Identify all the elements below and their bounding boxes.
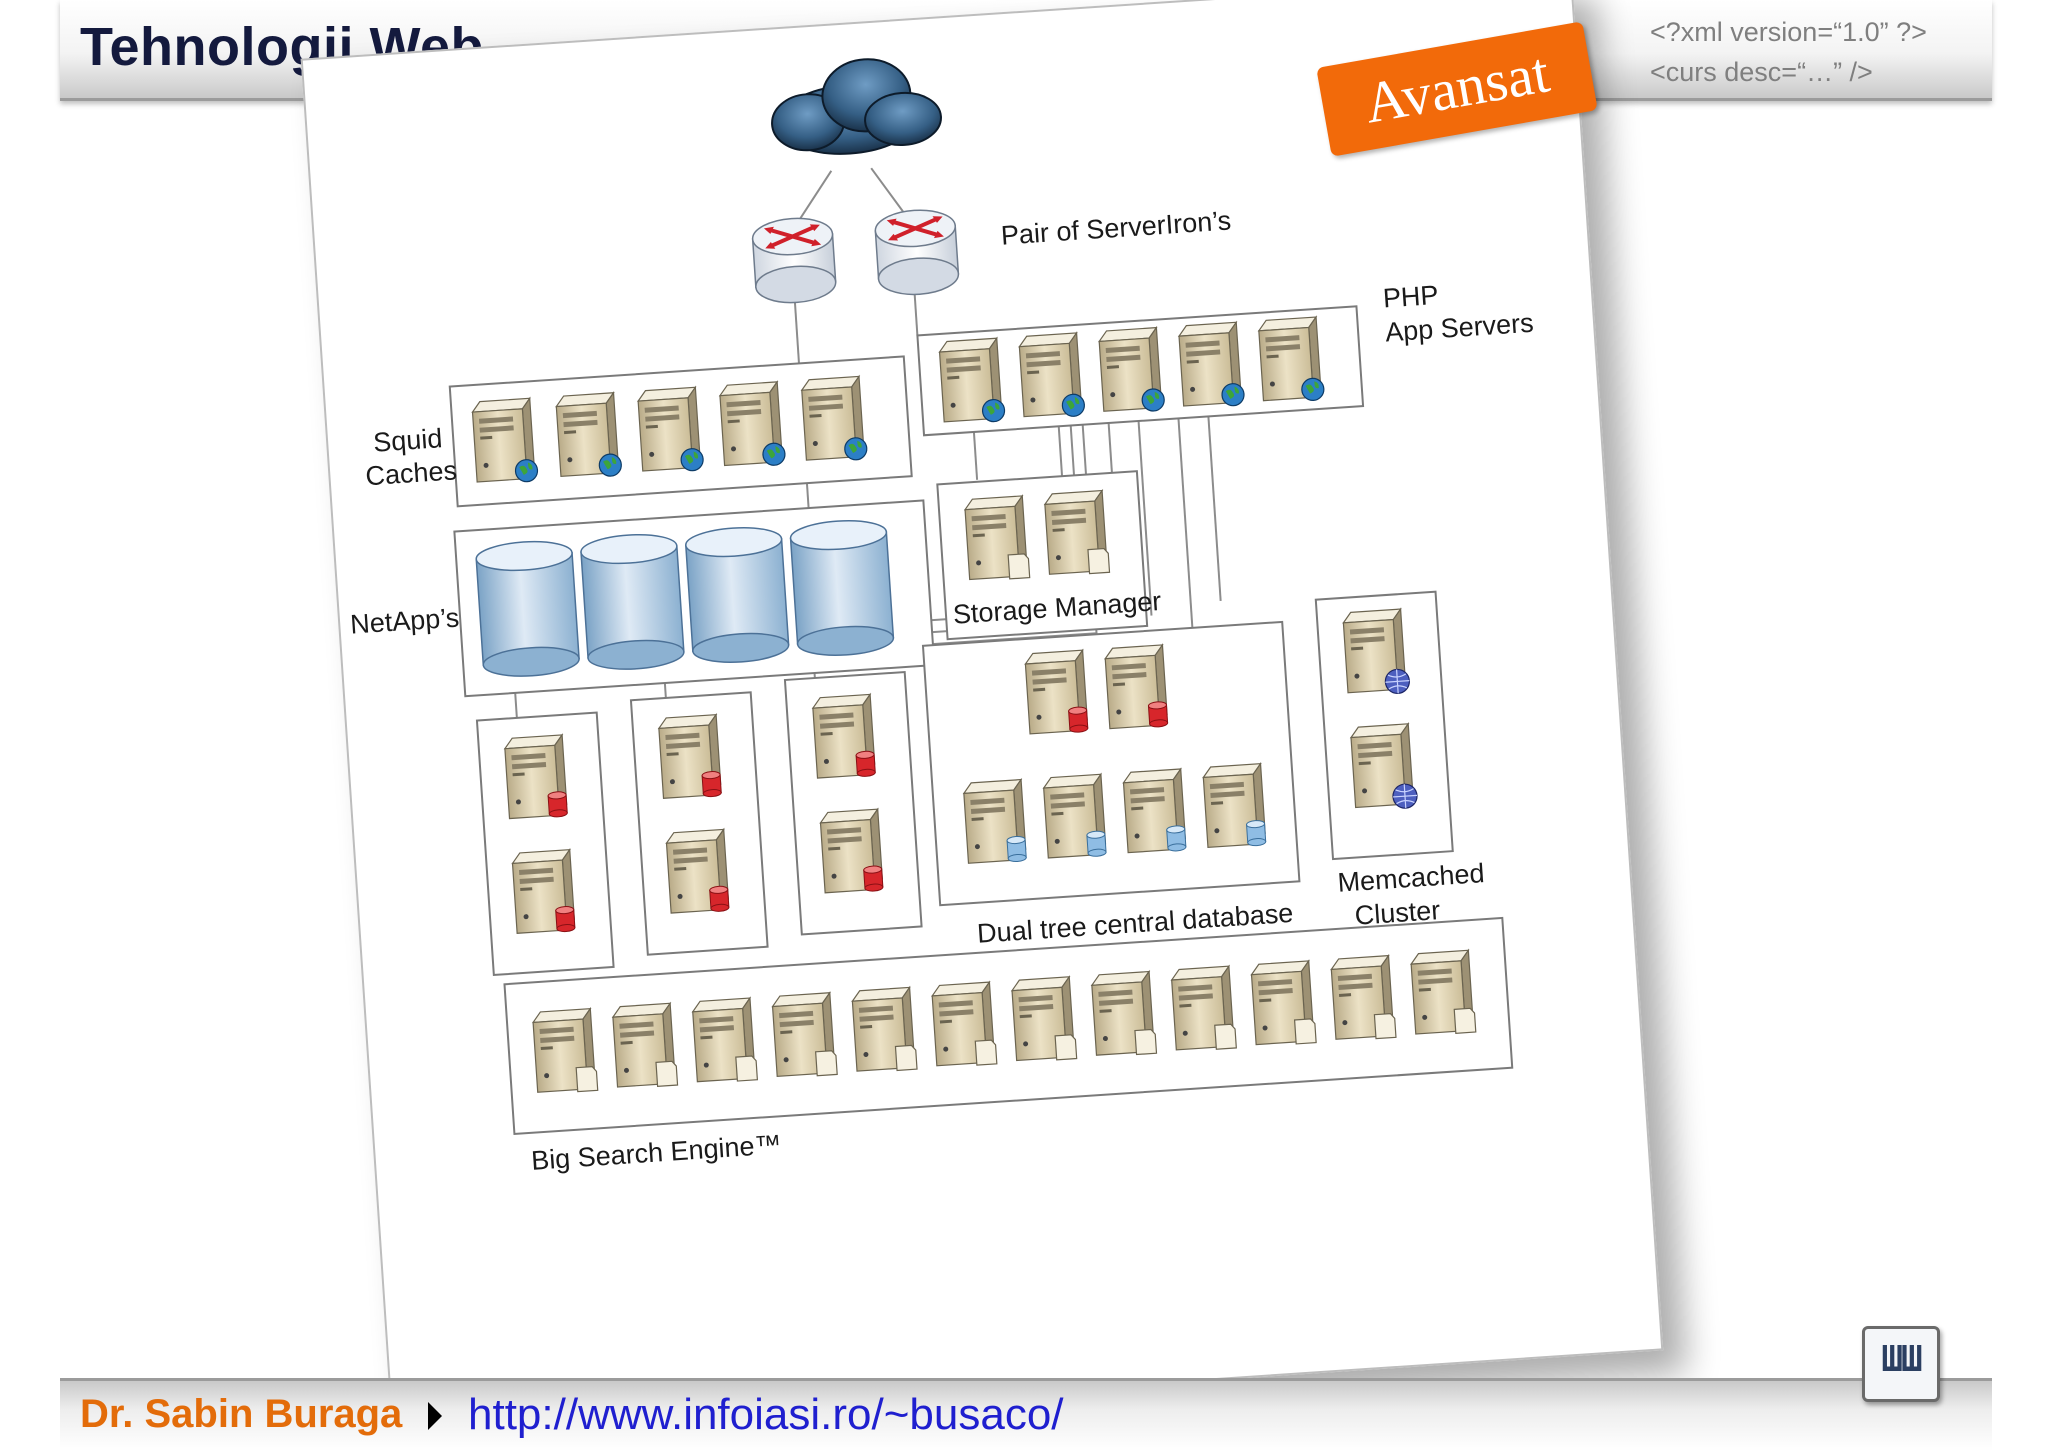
arrow-right-icon — [428, 1402, 442, 1430]
router-icon — [749, 213, 839, 308]
architecture-diagram: Pair of ServerIron’s Squid Caches PHP Ap… — [349, 58, 1534, 1176]
cloud-icon — [771, 58, 942, 155]
logo-icon: ШШ — [1862, 1326, 1940, 1402]
author-name: Dr. Sabin Buraga — [80, 1392, 403, 1436]
serveriron-label: Pair of ServerIron’s — [1000, 205, 1232, 250]
php-label-2: App Servers — [1384, 308, 1534, 348]
php-label-1: PHP — [1382, 280, 1439, 314]
course-url-link[interactable]: http://www.infoiasi.ro/~busaco/ — [468, 1390, 1064, 1439]
netapp-label: NetApp’s — [349, 602, 460, 639]
memcached-label-1: Memcached — [1337, 858, 1486, 898]
router-icon — [872, 205, 962, 299]
xml-header-text: <?xml version=“1.0” ?> <curs desc=“…” /> — [1650, 12, 1927, 92]
squid-label-2: Caches — [365, 455, 458, 491]
footer-bar — [60, 1378, 1992, 1451]
architecture-diagram-card: Pair of ServerIron’s Squid Caches PHP Ap… — [300, 0, 1664, 1435]
xml-line-2: <curs desc=“…” /> — [1650, 57, 1873, 87]
search-engine-label: Big Search Engine™ — [530, 1129, 782, 1176]
xml-line-1: <?xml version=“1.0” ?> — [1650, 17, 1927, 47]
squid-label-1: Squid — [372, 423, 443, 458]
